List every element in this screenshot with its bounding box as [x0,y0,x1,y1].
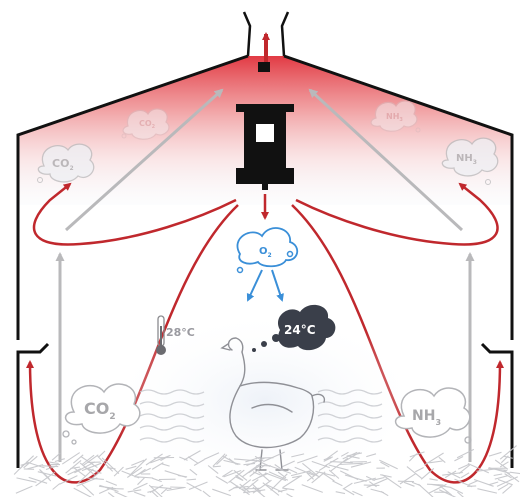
straw-strand [343,483,353,489]
straw-strand [138,478,145,485]
straw-strand [489,452,502,456]
co2-label-top-left: CO [139,119,152,128]
straw-strand [74,488,93,497]
straw-strand [135,468,150,476]
nh3-label-right-mid: NH [456,153,473,164]
o2-label: O [259,246,268,257]
straw-strand [429,479,437,481]
straw-strand [170,487,185,488]
straw-strand [49,462,58,463]
straw-strand [161,488,167,494]
straw-strand [415,468,423,472]
straw-strand [461,473,469,478]
straw-strand [151,487,172,489]
straw-strand [381,491,388,495]
straw-strand [379,460,397,469]
straw-strand [333,481,343,486]
oxygen-cloud: O2 [237,228,297,272]
straw-strand [98,451,105,457]
straw-strand [287,494,303,497]
straw-strand [336,492,345,494]
straw-strand [16,486,33,493]
thought-temp: 24°C [284,323,316,337]
thermometer-icon [156,316,166,355]
straw-strand [510,472,520,475]
straw-strand [203,491,219,497]
straw-strand [494,474,503,476]
straw-strand [62,453,79,465]
nh3-label-top-right: NH [386,112,399,121]
straw-strand [115,492,131,497]
straw-strand [133,483,147,489]
oxygen-arrows [248,270,282,300]
straw-strand [108,493,117,497]
straw-strand [102,458,119,474]
straw-strand [106,481,117,485]
straw-strand [407,467,422,479]
straw-strand [134,477,153,478]
straw-strand [495,476,508,479]
floor-glow [105,310,425,490]
straw-strand [134,492,145,496]
straw-strand [457,492,468,497]
straw-strand [419,484,436,497]
straw-strand [489,482,498,485]
co2-label-bottom-left: CO [84,399,109,418]
fan-unit [236,104,294,190]
straw-strand [477,489,497,493]
straw-strand [421,468,434,479]
co2-label-left-mid: CO [52,157,69,170]
straw-strand [126,466,137,469]
straw-strand [213,466,221,467]
straw-strand [187,483,202,491]
straw-strand [450,487,463,493]
straw-strand [469,481,478,485]
straw-strand [467,486,476,487]
nh3-label-bottom-right: NH [412,408,435,424]
straw-strand [36,472,56,486]
straw-strand [20,456,34,469]
thermometer-temp: 28°C [166,326,195,339]
straw-strand [212,489,231,495]
straw-strand [128,490,142,492]
straw-strand [53,484,60,490]
